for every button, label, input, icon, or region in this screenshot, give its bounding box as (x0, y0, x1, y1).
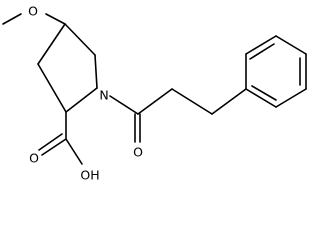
ring-bond-c2-c3 (37, 63, 67, 113)
benzylic-bond (211, 88, 247, 115)
phenyl-ring (245, 35, 307, 108)
alpha-carbon-bond (137, 88, 173, 115)
pyrrolidine-ring: N (37, 23, 109, 113)
hydroxyl-label: OH (80, 168, 99, 183)
ring-bond-c3-c4 (37, 23, 66, 65)
methyl-bond (2, 13, 22, 25)
phenyl-bond-3 (275, 35, 307, 55)
n-carbonyl-bond (109, 95, 139, 115)
phenyl-inner-double-bond-a (249, 43, 275, 60)
carboxyl-oxygen-label: O (29, 151, 39, 166)
ring-bond-n-c2 (65, 87, 98, 113)
carbonyl-oxygen-label: O (133, 145, 143, 160)
chemical-structure-diagram: O N O OH O (2, 4, 307, 183)
carboxyl-oh-bond (65, 138, 83, 165)
methoxy-group: O (2, 4, 66, 25)
methoxy-oxygen-label: O (28, 4, 38, 19)
beta-carbon-bond (171, 88, 213, 115)
phenyl-bond-6 (245, 88, 277, 108)
phenyl-bond-5 (275, 88, 307, 108)
nitrogen-label: N (99, 88, 108, 103)
methoxy-o-c4-bond (45, 13, 66, 25)
ring-bond-c5-n (94, 54, 98, 89)
carboxyl-double-bond-inner (38, 133, 63, 151)
carboxyl-double-bond-outer (41, 138, 67, 156)
phenyl-bond-2 (245, 35, 277, 55)
phenyl-inner-double-bond-c (251, 85, 277, 101)
acyl-chain: O (109, 88, 247, 160)
ring-bond-c4-c5 (64, 23, 96, 56)
carboxylic-acid-group: O OH (29, 111, 100, 183)
